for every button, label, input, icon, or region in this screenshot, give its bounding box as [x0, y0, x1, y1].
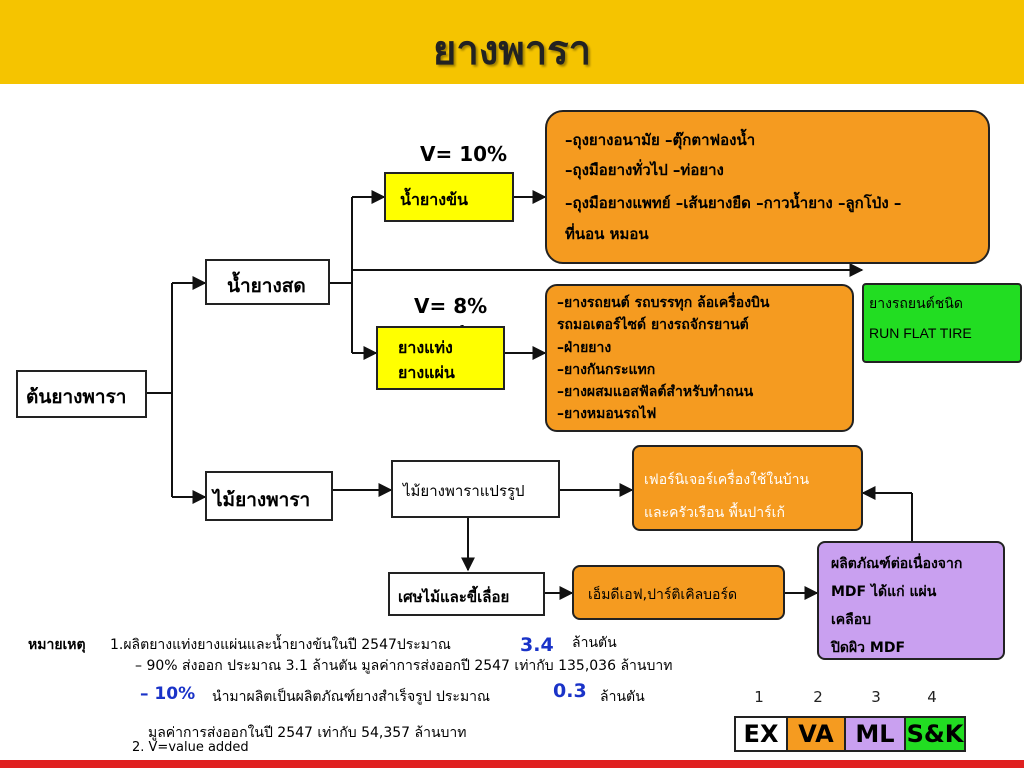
dry-product-line: รถมอเตอร์ไซด์ ยางรถจักรยานต์ — [557, 317, 749, 333]
node-rubber-tree-label: ต้นยางพารา — [26, 386, 127, 408]
notes-line3-value: 0.3 — [553, 680, 587, 702]
notes-line1-unit: ล้านตัน — [572, 635, 617, 651]
node-rubber-wood-label: ไม้ยางพารา — [213, 489, 311, 511]
node-rubber-tree: ต้นยางพารา — [16, 370, 147, 418]
dry-product-line: –ฝ่ายยาง — [557, 340, 612, 356]
run-flat-tire-box: ยางรถยนต์ชนิด RUN FLAT TIRE — [862, 283, 1022, 363]
bottom-bar — [0, 760, 1024, 768]
dry-product-line: –ยางหมอนรถไฟ — [557, 406, 657, 422]
latex-product-line: ที่นอน หมอน — [565, 225, 649, 243]
mdf-label: เอ็มดีเอฟ,ปาร์ติเคิลบอร์ด — [588, 587, 738, 603]
dry-product-line: –ยางรถยนต์ รถบรรทุก ล้อเครื่องบิน — [557, 295, 770, 311]
run-flat-line-2: RUN FLAT TIRE — [869, 325, 972, 341]
node-dry-rubber-label-1: ยางแท่ง — [398, 338, 453, 357]
notes-line1: 1.ผลิตยางแท่งยางแผ่นและน้ำยางข้นในปี 254… — [110, 637, 451, 653]
node-rubber-wood: ไม้ยางพารา — [205, 471, 333, 521]
value-added-dry: V= 8% — [414, 294, 488, 318]
value-added-concentrated: V= 10% — [420, 142, 508, 166]
node-concentrated-latex-label: น้ำยางข้น — [400, 190, 468, 209]
node-dry-rubber-label-2: ยางแผ่น — [398, 363, 455, 382]
latex-products-box: –ถุงยางอนามัย –ตุ๊กตาฟองน้ำ –ถุงมือยางทั… — [545, 110, 990, 264]
legend-number: 4 — [927, 688, 937, 706]
node-processed-wood: ไม้ยางพาราแปรรูป — [391, 460, 560, 518]
furniture-box: เฟอร์นิเจอร์เครื่องใช้ในบ้าน และครัวเรือ… — [632, 445, 863, 531]
notes-line5: 2. V=value added — [132, 740, 249, 755]
legend-va: VA — [786, 716, 846, 752]
title-banner — [0, 0, 1024, 84]
mdf-products-line: ปิดผิว MDF — [831, 640, 906, 656]
latex-product-line: –ถุงยางอนามัย –ตุ๊กตาฟองน้ำ — [565, 131, 756, 149]
mdf-products-line: MDF ได้แก่ แผ่น — [831, 584, 937, 600]
mdf-box: เอ็มดีเอฟ,ปาร์ติเคิลบอร์ด — [572, 565, 785, 620]
mdf-products-line: ผลิตภัณฑ์ต่อเนื่องจาก — [831, 556, 963, 572]
dry-product-line: –ยางกันกระแทก — [557, 362, 656, 378]
notes-line1-value: 3.4 — [520, 634, 554, 656]
dry-product-line: –ยางผสมแอสฟัลต์สำหรับทำถนน — [557, 384, 754, 400]
legend-number: 1 — [754, 688, 764, 706]
notes-line2: – 90% ส่งออก ประมาณ 3.1 ล้านตัน มูลค่ากา… — [135, 658, 673, 674]
latex-product-line: –ถุงมือยางทั่วไป –ท่อยาง — [565, 161, 724, 179]
latex-product-line: –ถุงมือยางแพทย์ –เส้นยางยืด –กาวน้ำยาง –… — [565, 194, 902, 212]
legend-number: 3 — [871, 688, 881, 706]
run-flat-line-1: ยางรถยนต์ชนิด — [869, 296, 963, 312]
mdf-products-box: ผลิตภัณฑ์ต่อเนื่องจาก MDF ได้แก่ แผ่น เค… — [817, 541, 1005, 660]
node-fresh-latex-label: น้ำยางสด — [227, 275, 306, 297]
furniture-line-1: เฟอร์นิเจอร์เครื่องใช้ในบ้าน — [644, 472, 810, 488]
node-processed-wood-label: ไม้ยางพาราแปรรูป — [403, 482, 525, 500]
notes-heading: หมายเหตุ — [28, 637, 86, 653]
node-scrap-wood-label: เศษไม้และขี้เลื่อย — [398, 588, 510, 606]
node-concentrated-latex: น้ำยางข้น — [384, 172, 514, 222]
legend-ml: ML — [844, 716, 906, 752]
notes-line3: นำมาผลิตเป็นผลิตภัณฑ์ยางสำเร็จรูป ประมาณ — [212, 689, 491, 705]
notes-line4: มูลค่าการส่งออกในปี 2547 เท่ากับ 54,357 … — [148, 725, 467, 741]
furniture-line-2: และครัวเรือน พื้นปาร์เก้ — [644, 505, 785, 521]
node-fresh-latex: น้ำยางสด — [205, 259, 330, 305]
node-dry-rubber: ยางแท่ง ยางแผ่น — [376, 326, 505, 390]
legend-number: 2 — [813, 688, 823, 706]
page-title: ยางพารา — [432, 28, 592, 74]
node-scrap-wood: เศษไม้และขี้เลื่อย — [388, 572, 545, 616]
legend-sk: S&K — [904, 716, 966, 752]
legend-ex: EX — [734, 716, 788, 752]
dry-rubber-products-box: –ยางรถยนต์ รถบรรทุก ล้อเครื่องบิน รถมอเต… — [545, 284, 854, 432]
notes-line3-unit: ล้านตัน — [600, 689, 645, 705]
mdf-products-line: เคลือบ — [831, 612, 872, 628]
notes-line3-pct: – 10% — [140, 684, 196, 704]
